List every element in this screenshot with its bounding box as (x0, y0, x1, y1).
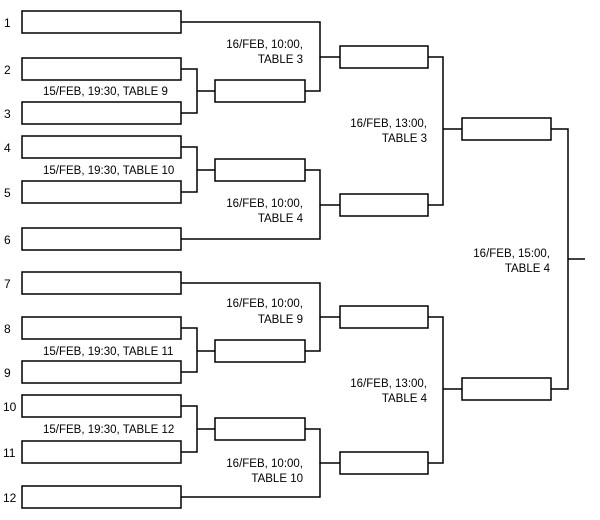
connector-seed-12 (181, 463, 321, 498)
seed-number: 1 (4, 16, 11, 30)
seed-slot-11 (21, 440, 182, 464)
seed-slot-10 (21, 394, 182, 418)
seed-number: 12 (3, 491, 17, 505)
match-label-r1-3: 15/FEB, 19:30, TABLE 11 (43, 346, 173, 358)
connector-r1m4 (305, 428, 340, 464)
connector-r1m3 (305, 317, 321, 352)
connector-r1m1 (305, 57, 321, 92)
match-date-r2-4: 16/FEB, 10:00, (226, 458, 303, 470)
connector-seeds-2-3 (181, 68, 215, 114)
round-1-winner-2 (214, 158, 306, 182)
seed-slots (21, 10, 182, 509)
seed-number: 6 (4, 233, 11, 247)
seed-number: 11 (3, 446, 16, 460)
seed-number: 10 (3, 400, 17, 414)
semi-final-winner-1 (461, 117, 552, 141)
match-label-r1-1: 15/FEB, 19:30, TABLE 9 (43, 86, 168, 98)
semi-final-slots (461, 117, 552, 401)
seed-slot-8 (21, 316, 182, 340)
round-1-winner-4 (214, 417, 306, 441)
match-date-r2-3: 16/FEB, 10:00, (226, 298, 303, 310)
seed-number: 4 (4, 141, 11, 155)
seed-slot-12 (21, 485, 182, 509)
seed-number: 5 (4, 186, 11, 200)
seed-slot-4 (21, 135, 182, 159)
seed-slot-6 (21, 227, 182, 251)
bracket-connectors (181, 21, 585, 498)
match-date-r2-1: 16/FEB, 10:00, (226, 39, 303, 51)
round-1-winner-1 (214, 79, 306, 103)
semi-final-winner-2 (461, 377, 552, 401)
connector-final (551, 128, 585, 390)
round-2-winner-1 (339, 45, 429, 69)
seed-number: 9 (4, 366, 11, 380)
match-label-r1-2: 15/FEB, 19:30, TABLE 10 (43, 165, 174, 177)
seed-slot-5 (21, 180, 182, 204)
seed-number: 7 (4, 277, 11, 291)
connector-seed-6 (181, 205, 321, 240)
match-table-final: TABLE 4 (505, 263, 551, 275)
match-table-sf-2: TABLE 4 (382, 393, 428, 405)
seed-slot-9 (21, 360, 182, 384)
round-2-slots (339, 45, 429, 475)
connector-seed-7 (181, 282, 340, 318)
seed-slot-3 (21, 101, 182, 125)
seed-number: 2 (4, 63, 11, 77)
first-round-labels: 15/FEB, 19:30, TABLE 9 15/FEB, 19:30, TA… (43, 86, 174, 436)
match-date-sf-2: 16/FEB, 13:00, (350, 378, 427, 390)
connector-sf2 (428, 316, 462, 464)
round-1-winner-3 (214, 339, 306, 363)
seed-slot-2 (21, 57, 182, 81)
seed-slot-1 (21, 10, 182, 34)
final-labels: 16/FEB, 15:00, TABLE 4 (473, 248, 550, 275)
connector-seeds-10-11 (181, 405, 215, 453)
connector-sf1 (428, 56, 462, 206)
connector-r1m2 (305, 169, 340, 206)
match-date-r2-2: 16/FEB, 10:00, (226, 198, 303, 210)
semi-final-labels: 16/FEB, 13:00, TABLE 3 16/FEB, 13:00, TA… (350, 118, 427, 405)
round-2-winner-4 (339, 451, 429, 475)
match-table-r2-4: TABLE 10 (251, 473, 303, 485)
match-table-r2-1: TABLE 3 (258, 54, 303, 66)
round-1-slots (214, 79, 306, 441)
match-table-sf-1: TABLE 3 (382, 133, 427, 145)
seed-numbers: 1 2 3 4 5 6 7 8 9 10 11 12 (3, 16, 17, 505)
connector-seed-1 (181, 21, 340, 58)
connector-seeds-8-9 (181, 327, 215, 373)
seed-number: 3 (4, 107, 11, 121)
seed-number: 8 (4, 322, 11, 336)
match-table-r2-3: TABLE 9 (258, 314, 303, 326)
match-date-sf-1: 16/FEB, 13:00, (350, 118, 427, 130)
match-label-r1-4: 15/FEB, 19:30, TABLE 12 (43, 424, 174, 436)
match-date-final: 16/FEB, 15:00, (473, 248, 550, 260)
second-round-labels: 16/FEB, 10:00, TABLE 3 16/FEB, 10:00, TA… (226, 39, 303, 485)
match-table-r2-2: TABLE 4 (258, 213, 304, 225)
round-2-winner-3 (339, 305, 429, 329)
connector-seeds-4-5 (181, 146, 215, 193)
round-2-winner-2 (339, 193, 429, 217)
seed-slot-7 (21, 271, 182, 295)
